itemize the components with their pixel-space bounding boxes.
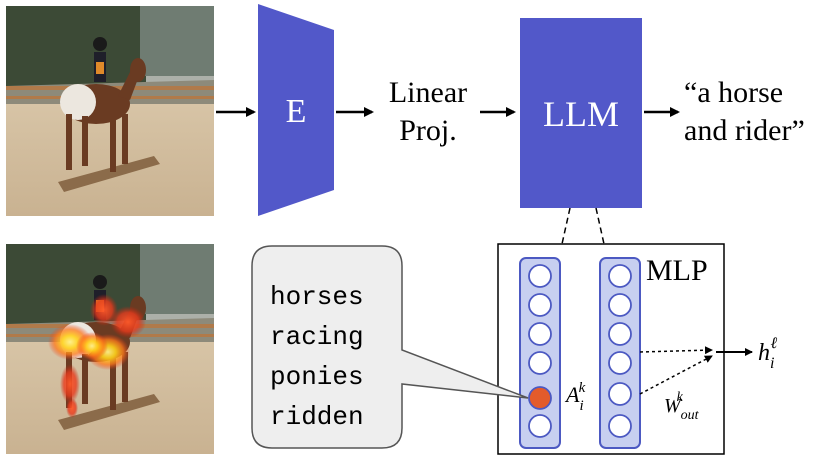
concept-word: ridden [270, 402, 364, 432]
neuron [528, 414, 552, 438]
hidden-state-label: hiℓ [758, 335, 777, 372]
left-neuron-stack [528, 264, 552, 438]
dotted-arrow-upper [639, 346, 713, 355]
zoom-line-right [595, 207, 605, 245]
neuron [528, 264, 552, 288]
concept-word: racing [270, 322, 364, 352]
projection-label-line2: Proj. [399, 114, 457, 147]
concept-word: ponies [270, 362, 364, 392]
neuron [608, 322, 632, 346]
neuron [608, 351, 632, 375]
neuron [528, 322, 552, 346]
neuron [608, 382, 632, 406]
output-text-line2: and rider” [684, 114, 805, 147]
output-text-line1: “a horse [684, 76, 783, 109]
activation-heatmap [48, 294, 146, 418]
activation-label: Aik [564, 380, 586, 414]
projection-label-line1: Linear [389, 76, 467, 109]
neuron [608, 293, 632, 317]
llm-label: LLM [543, 94, 619, 134]
neuron [608, 264, 632, 288]
concept-word: horses [270, 282, 364, 312]
concept-callout [251, 245, 529, 449]
dotted-arrow-lower [639, 355, 713, 395]
zoom-line-left [561, 207, 571, 245]
neuron [608, 414, 632, 438]
input-photo [6, 6, 214, 216]
neuron [528, 293, 552, 317]
llm-block [520, 18, 642, 208]
active-neuron [528, 386, 552, 410]
weight-label: Woutk [664, 390, 700, 423]
encoder-block [258, 4, 334, 216]
encoder-label: E [286, 93, 307, 130]
neuron [528, 351, 552, 375]
right-neuron-stack [608, 264, 632, 438]
mlp-title: MLP [646, 254, 708, 287]
concept-word-list: horses racing ponies ridden [270, 282, 364, 432]
heatmap-photo [6, 244, 214, 454]
